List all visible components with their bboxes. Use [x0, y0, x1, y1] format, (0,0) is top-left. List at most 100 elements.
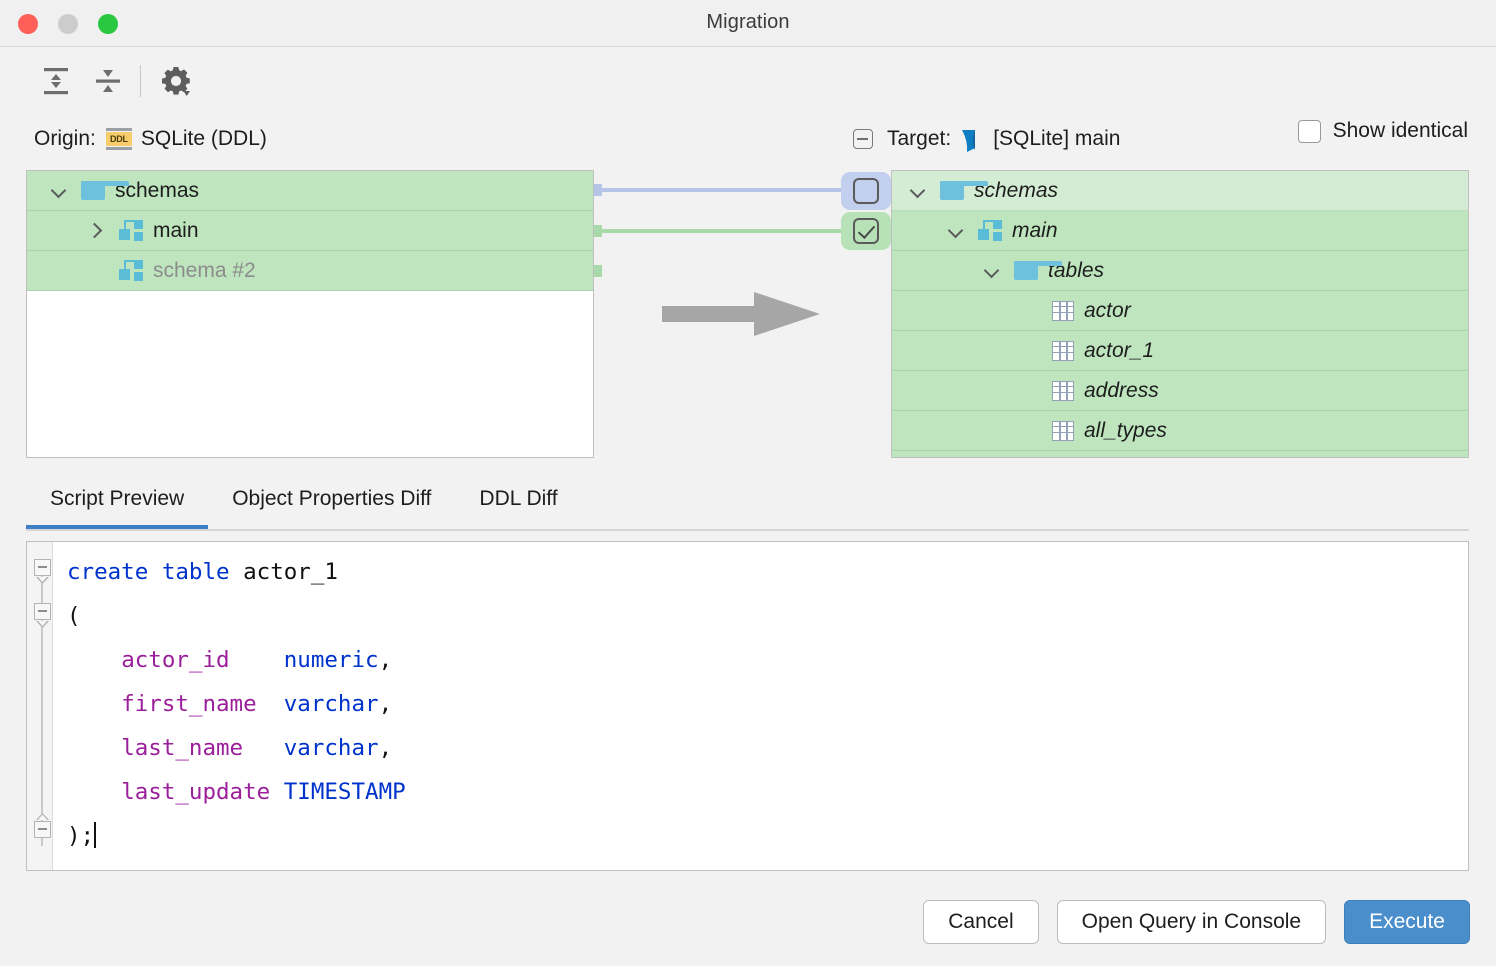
table-icon [1052, 300, 1074, 321]
script-preview-editor[interactable]: create table actor_1( actor_id numeric, … [26, 541, 1469, 871]
tab-label: Object Properties Diff [232, 487, 432, 510]
tree-row-label: schema #2 [153, 258, 256, 282]
text-caret [94, 822, 97, 848]
chevron-down-icon[interactable] [982, 261, 1002, 281]
execute-button[interactable]: Execute [1344, 900, 1470, 944]
expand-all-icon[interactable] [36, 61, 76, 101]
code-token [67, 735, 121, 761]
connector-line-schemas [600, 188, 845, 192]
fold-marker-open[interactable] [34, 603, 51, 628]
connector-checkbox-schemas[interactable] [841, 172, 891, 210]
right-arrow-icon [662, 288, 822, 345]
connector-line-main [600, 229, 845, 233]
tree-row[interactable]: schemas [892, 171, 1468, 211]
tree-row[interactable]: tables [892, 251, 1468, 291]
toolbar: Show identical [0, 47, 1496, 143]
editor-gutter[interactable] [27, 542, 53, 870]
tree-row-label: actor [1084, 298, 1131, 322]
ddl-icon-text: DDL [105, 132, 132, 146]
tree-row-label: schemas [974, 178, 1059, 202]
tab-bar-underline [26, 529, 1469, 531]
open-query-in-console-button[interactable]: Open Query in Console [1056, 900, 1327, 944]
code-line: ( [67, 594, 406, 638]
checkbox-unchecked[interactable] [853, 178, 879, 204]
chevron-down-icon[interactable] [908, 181, 928, 201]
minus-square-icon[interactable] [853, 129, 873, 149]
tab-ddl-diff[interactable]: DDL Diff [455, 482, 581, 529]
tree-row[interactable]: schema #2 [27, 251, 593, 291]
window-close-button[interactable] [18, 14, 38, 34]
window-maximize-button[interactable] [98, 14, 118, 34]
tree-row-label: address [1084, 378, 1159, 402]
chevron-down-icon[interactable] [946, 221, 966, 241]
code-token [257, 691, 284, 717]
cancel-label: Cancel [948, 910, 1014, 933]
tree-row[interactable]: address [892, 371, 1468, 411]
gear-icon[interactable] [156, 61, 196, 101]
schema-icon [119, 260, 143, 281]
code-line: last_update TIMESTAMP [67, 770, 405, 814]
tab-script-preview[interactable]: Script Preview [26, 482, 209, 529]
window-title: Migration [706, 11, 790, 33]
origin-caption: Origin: [34, 127, 96, 150]
tree-row-label: all_types [1084, 418, 1167, 442]
tree-row-label: main [1012, 218, 1058, 242]
tree-row[interactable]: actor_1 [892, 331, 1468, 371]
tree-row-label: schemas [115, 178, 200, 202]
code-token: , [378, 735, 393, 761]
code-line: create table actor_1 [67, 550, 406, 594]
fold-marker-open[interactable] [34, 559, 51, 584]
origin-tree[interactable]: schemas main schema #2 [26, 170, 594, 458]
window-minimize-button[interactable] [58, 14, 78, 34]
code-token: first_name [121, 691, 257, 717]
tab-label: Script Preview [50, 487, 185, 510]
connector-nub [594, 184, 602, 196]
ddl-icon: DDL [105, 128, 132, 150]
table-icon [1052, 380, 1074, 401]
schema-icon [978, 220, 1002, 241]
show-identical-checkbox[interactable]: Show identical [1297, 119, 1468, 143]
chevron-right-icon[interactable] [87, 221, 107, 241]
origin-value: SQLite (DDL) [140, 127, 267, 150]
code-token [67, 779, 121, 805]
code-token: varchar [283, 691, 379, 717]
tree-row[interactable]: all_types [892, 411, 1468, 451]
window-titlebar: Migration [0, 0, 1496, 47]
cancel-button[interactable]: Cancel [923, 900, 1039, 944]
tree-row-partial[interactable] [892, 451, 1468, 457]
dialog-footer: Cancel Open Query in Console Execute [923, 900, 1470, 944]
folder-icon [1014, 261, 1062, 280]
connector-checkbox-main[interactable] [841, 212, 891, 250]
tree-row[interactable]: main [892, 211, 1468, 251]
target-tree[interactable]: schemas main tables actor actor_1 addres… [891, 170, 1469, 458]
tree-row[interactable]: actor [892, 291, 1468, 331]
collapse-all-icon[interactable] [88, 61, 128, 101]
table-icon [1052, 340, 1074, 361]
code-token: , [378, 691, 393, 717]
tree-row[interactable]: main [27, 211, 593, 251]
target-caption: Target: [887, 127, 952, 150]
open-query-label: Open Query in Console [1081, 910, 1302, 933]
show-identical-box[interactable] [1297, 119, 1321, 143]
code-token: table [161, 559, 230, 585]
sql-code[interactable]: create table actor_1( actor_id numeric, … [67, 550, 406, 858]
code-token [270, 779, 284, 805]
code-token: actor_1 [229, 559, 338, 585]
code-token [148, 559, 162, 585]
folder-icon [81, 181, 129, 200]
tab-object-properties-diff[interactable]: Object Properties Diff [208, 482, 455, 529]
code-token [230, 647, 284, 673]
connector-nub [594, 265, 602, 277]
tree-row[interactable]: schemas [27, 171, 593, 211]
origin-label: Origin: DDL SQLite (DDL) [34, 127, 267, 151]
tree-row-label: main [153, 218, 199, 242]
code-token [67, 647, 121, 673]
code-line: actor_id numeric, [67, 638, 406, 682]
checkbox-checked[interactable] [853, 218, 879, 244]
fold-marker-close[interactable] [34, 813, 51, 838]
code-token: numeric [283, 647, 379, 673]
table-icon [1052, 420, 1074, 441]
fold-spine [41, 566, 43, 846]
chevron-down-icon[interactable] [49, 181, 69, 201]
code-token: varchar [283, 735, 379, 761]
